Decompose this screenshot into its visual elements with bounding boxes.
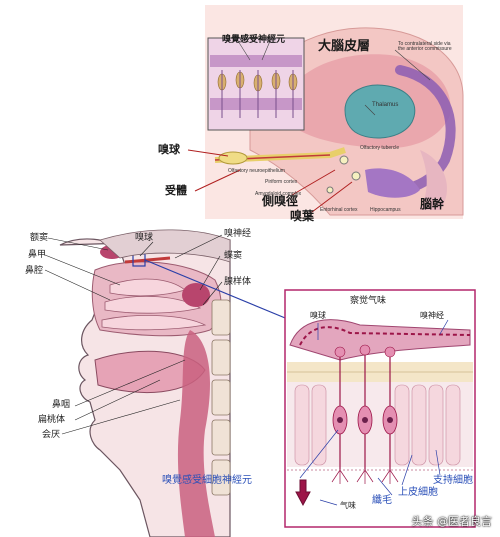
adenoid-label: 腺样体 — [224, 276, 252, 286]
brain-base — [99, 229, 231, 263]
nasal-concha-label: 鼻甲 — [28, 249, 47, 259]
hippocampus-label: Hippocampus — [370, 207, 401, 213]
cilia-label: 纖毛 — [372, 495, 392, 506]
neuroepithelium-label: Olfactory neuroepithelium — [228, 168, 285, 174]
inset-neurons — [210, 55, 302, 118]
sphenoid-sinus-label: 蝶窦 — [224, 250, 243, 260]
nasal-leaders — [44, 234, 223, 435]
amygdaloid-label: Amygdaloid complex — [255, 191, 302, 197]
nasal-cavity-label: 鼻腔 — [25, 265, 44, 275]
brainstem-shape — [420, 150, 448, 210]
piriform-dot — [351, 171, 361, 181]
conchae — [101, 278, 207, 331]
receptor-neuron-label: 嗅覺感受細胞神經元 — [162, 475, 252, 486]
detail-panel-art — [284, 289, 476, 528]
frontal-sinus-label: 额窦 — [30, 232, 49, 242]
tubercle-dot — [339, 155, 349, 165]
receptor-neurons — [331, 344, 399, 484]
brain-panel-art — [187, 5, 464, 219]
olfactory-lobe-label: 嗅葉 — [290, 209, 315, 223]
odor-label: 气味 — [340, 501, 356, 510]
detail-nerve-path — [299, 326, 471, 346]
olfactory-nerve-label: 嗅神经 — [224, 228, 252, 238]
nasal-olfactory-bulb-label: 嗅球 — [135, 232, 154, 242]
sphenoid-sinus-shape — [182, 283, 210, 307]
hippocampus-shape — [365, 168, 420, 198]
amygdala-dot — [326, 186, 334, 194]
nasal-panel-art — [44, 229, 291, 537]
supporting-cell-label: 支持細胞 — [433, 475, 473, 486]
detail-olfactory-bulb-label: 嗅球 — [310, 311, 326, 320]
brainstem-label: 腦幹 — [420, 197, 445, 211]
receptor-label: 受體 — [165, 184, 187, 197]
detail-olfactory-nerve-label: 嗅神经 — [420, 311, 444, 320]
thalamus-shape — [344, 84, 416, 139]
lateral-tract-label: 側嗅徑 — [262, 194, 299, 208]
odor-arrow — [295, 479, 311, 507]
epithelial-cell-label: 上皮細胞 — [398, 487, 438, 498]
brain-olfactory-bulb-label: 嗅球 — [158, 143, 180, 156]
spine — [211, 299, 231, 496]
detail-title: 察觉气味 — [350, 295, 387, 305]
detail-bulb — [289, 319, 471, 361]
brain-leaders — [187, 149, 353, 213]
thalamus-label: Thalamus — [372, 102, 399, 108]
epiglottis-label: 会厌 — [42, 429, 61, 439]
tubercle-label: Olfactory tubercle — [360, 145, 400, 151]
piriform-label: Piriform cortex — [265, 179, 298, 185]
inset-title: 嗅覺感受神經元 — [222, 35, 286, 45]
watermark: 头条 @医者良言 — [411, 515, 493, 528]
contralateral-label: To contralateral side via the anterior c… — [398, 41, 452, 52]
detail-leaders — [299, 319, 449, 506]
olfactory-bulb-shape — [218, 151, 248, 165]
zoom-connector — [144, 259, 291, 321]
pharynx-shape — [177, 330, 215, 537]
supporting-cells — [294, 384, 461, 466]
cerebral-cortex-label: 大腦皮層 — [318, 39, 371, 54]
pharynx-label: 鼻咽 — [52, 399, 71, 409]
entorhinal-label: Entorhinal cortex — [320, 207, 358, 213]
tonsil-label: 扁桃体 — [38, 414, 66, 424]
